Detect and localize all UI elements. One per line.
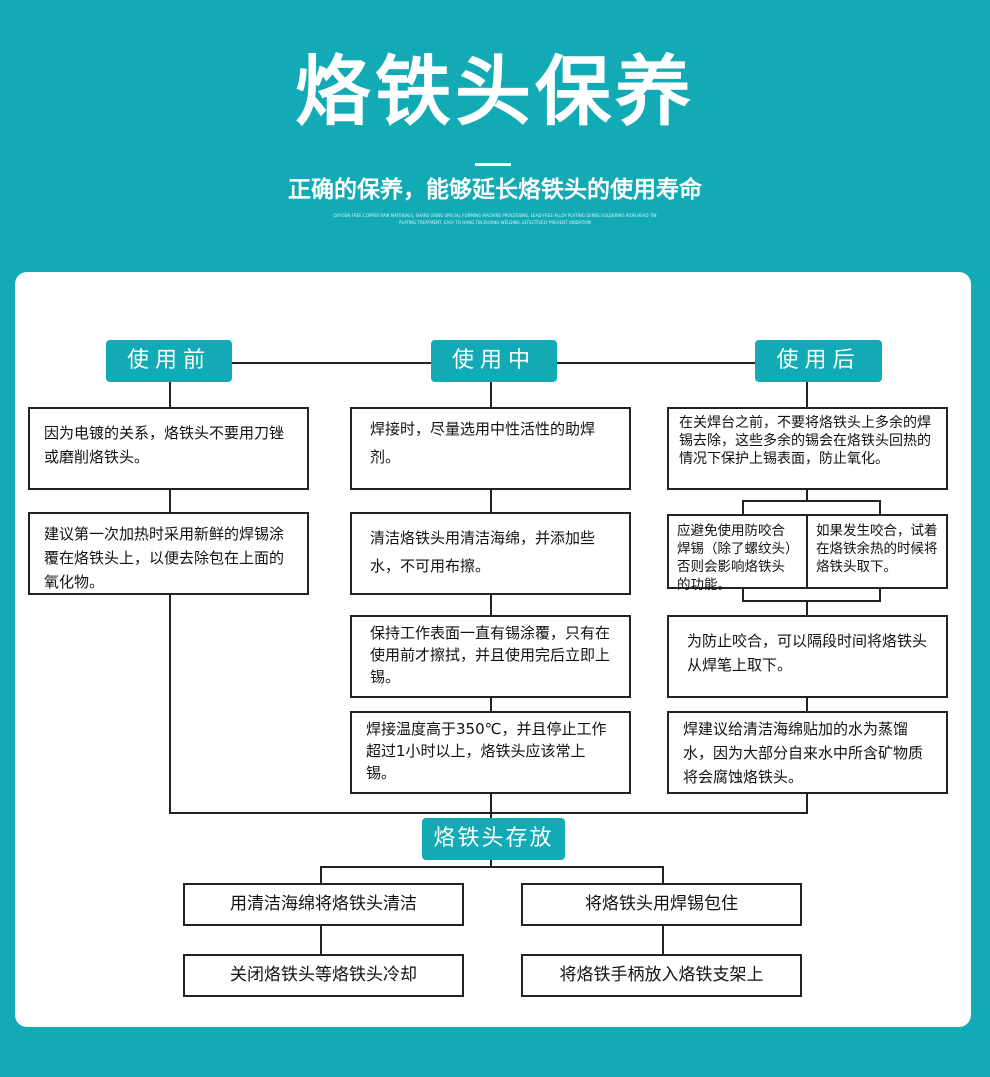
connector xyxy=(490,488,492,513)
connector xyxy=(742,500,744,514)
connector xyxy=(662,925,664,955)
flowchart-card: 使用前 使用中 使用后 因为电镀的关系，烙铁头不要用刀锉或磨削烙铁头。 建议第一… xyxy=(15,272,971,1027)
connector xyxy=(490,696,492,711)
connector xyxy=(806,488,808,500)
connector xyxy=(490,859,492,867)
after-step-4: 焊建议给清洁海绵贴加的水为蒸馏水，因为大部分自来水中所含矿物质将会腐蚀烙铁头。 xyxy=(667,711,948,794)
fine-print: OXYGEN-FREE COPPER RAW MATERIALS, SHARE … xyxy=(333,213,657,225)
page-subtitle: 正确的保养，能够延长烙铁头的使用寿命 xyxy=(288,177,702,203)
page-title: 烙铁头保养 xyxy=(295,47,695,136)
connector xyxy=(320,866,664,868)
storage-header: 烙铁头存放 xyxy=(422,818,565,860)
after-step-1: 在关焊台之前，不要将烙铁头上多余的焊锡去除，这些多余的锡会在烙铁头回热的 情况下… xyxy=(667,407,948,490)
title-divider xyxy=(475,163,511,166)
connector xyxy=(806,792,808,814)
connector xyxy=(169,594,171,814)
storage-right-step-1: 将烙铁头用焊锡包住 xyxy=(521,883,802,926)
storage-left-step-2: 关闭烙铁头等烙铁头冷却 xyxy=(183,954,464,997)
connector xyxy=(742,500,881,502)
connector xyxy=(806,381,808,407)
connector xyxy=(879,500,881,514)
after-step-3: 为防止咬合，可以隔段时间将烙铁头从焊笔上取下。 xyxy=(667,615,948,698)
storage-left-step-1: 用清洁海绵将烙铁头清洁 xyxy=(183,883,464,926)
connector xyxy=(879,588,881,602)
storage-right-step-2: 将烙铁手柄放入烙铁支架上 xyxy=(521,954,802,997)
connector xyxy=(742,600,881,602)
connector xyxy=(490,381,492,407)
before-step-2: 建议第一次加热时采用新鲜的焊锡涂覆在烙铁头上，以便去除包在上面的氧化物。 xyxy=(28,512,309,595)
connector xyxy=(490,594,492,615)
connector xyxy=(806,602,808,615)
stage-header-after: 使用后 xyxy=(755,340,882,382)
during-step-1: 焊接时，尽量选用中性活性的助焊剂。 xyxy=(350,407,631,490)
after-step-2a: 应避免使用防咬合焊锡（除了螺纹头）否则会影响烙铁头的功能。 xyxy=(667,514,808,593)
connector xyxy=(169,381,171,407)
connector xyxy=(806,696,808,711)
before-step-1: 因为电镀的关系，烙铁头不要用刀锉或磨削烙铁头。 xyxy=(28,407,309,490)
connector xyxy=(231,362,431,364)
connector xyxy=(662,866,664,883)
connector xyxy=(320,866,322,883)
during-step-4: 焊接温度高于350℃，并且停止工作超过1小时以上，烙铁头应该常上锡。 xyxy=(350,711,631,794)
connector xyxy=(490,792,492,818)
during-step-3: 保持工作表面一直有锡涂覆，只有在使用前才擦拭，并且使用完后立即上锡。 xyxy=(350,615,631,698)
connector xyxy=(169,488,171,513)
connector xyxy=(169,812,808,814)
connector xyxy=(742,588,744,602)
connector xyxy=(320,925,322,955)
after-step-2b: 如果发生咬合，试着在烙铁余热的时候将烙铁头取下。 xyxy=(806,514,948,589)
stage-header-during: 使用中 xyxy=(431,340,557,382)
during-step-2: 清洁烙铁头用清洁海绵，并添加些水，不可用布擦。 xyxy=(350,512,631,595)
connector xyxy=(556,362,756,364)
stage-header-before: 使用前 xyxy=(106,340,232,382)
